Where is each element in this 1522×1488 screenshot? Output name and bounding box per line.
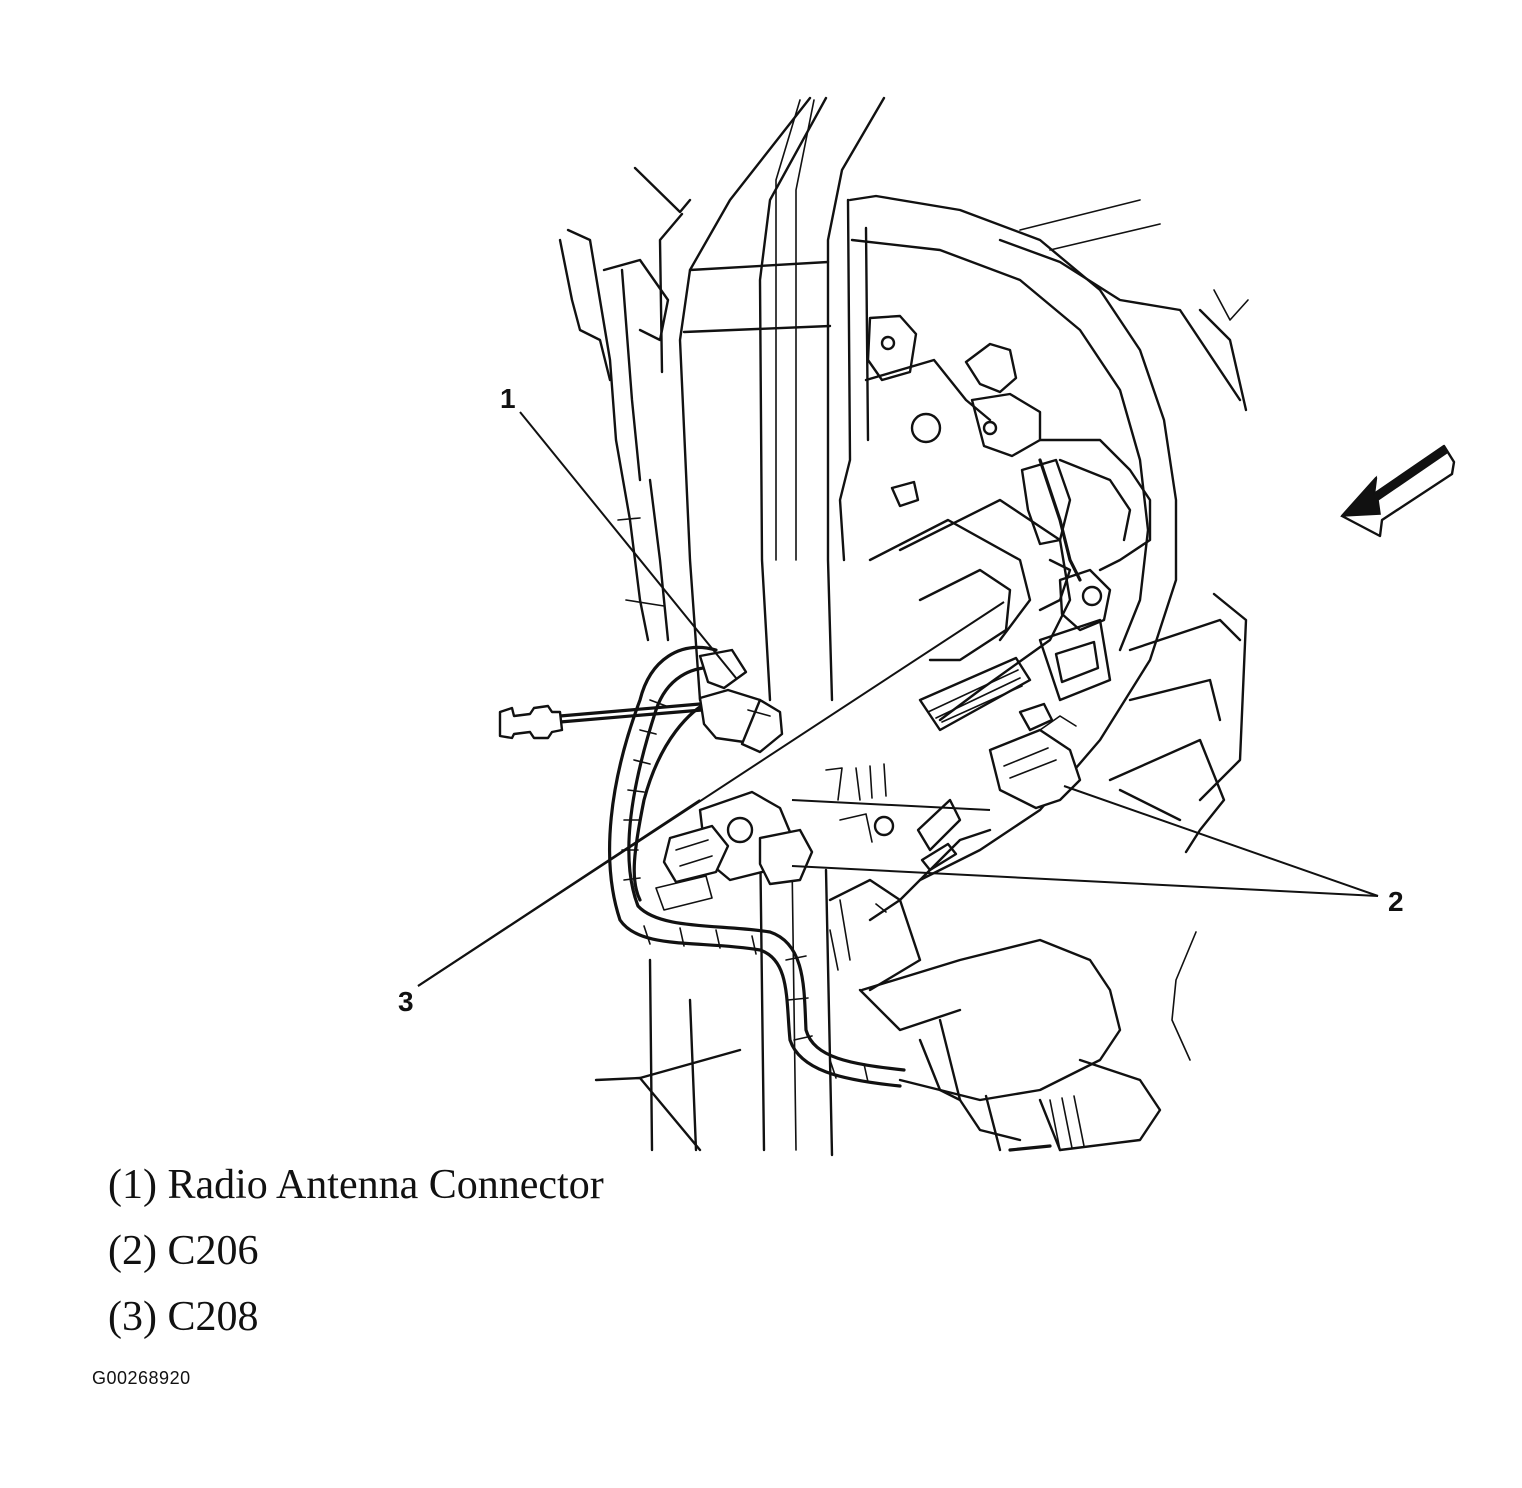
callout-number-3: 3 [398,986,414,1017]
kick-panel-trim [558,228,670,642]
instrument-panel-end [838,194,1249,1061]
connector-c206 [988,702,1082,810]
legend-item-radio-antenna-connector: (1) Radio Antenna Connector [108,1162,604,1208]
arrow-icon [1340,444,1456,538]
callout-number-1: 1 [500,383,516,414]
legend-item-c208: (3) C208 [108,1294,259,1340]
legend-item-c206: (2) C206 [108,1228,259,1274]
wiring-harness [608,645,906,1088]
module-mounting-plate [868,458,1112,732]
callout-number-2: 2 [1388,886,1404,917]
callout-leaders [417,411,1379,987]
figure-id: G00268920 [92,1368,191,1388]
radio-antenna-connector [498,648,784,754]
lower-dash-panel [825,763,1162,1152]
door-pillar [594,96,886,1157]
connector-c208 [655,790,814,911]
